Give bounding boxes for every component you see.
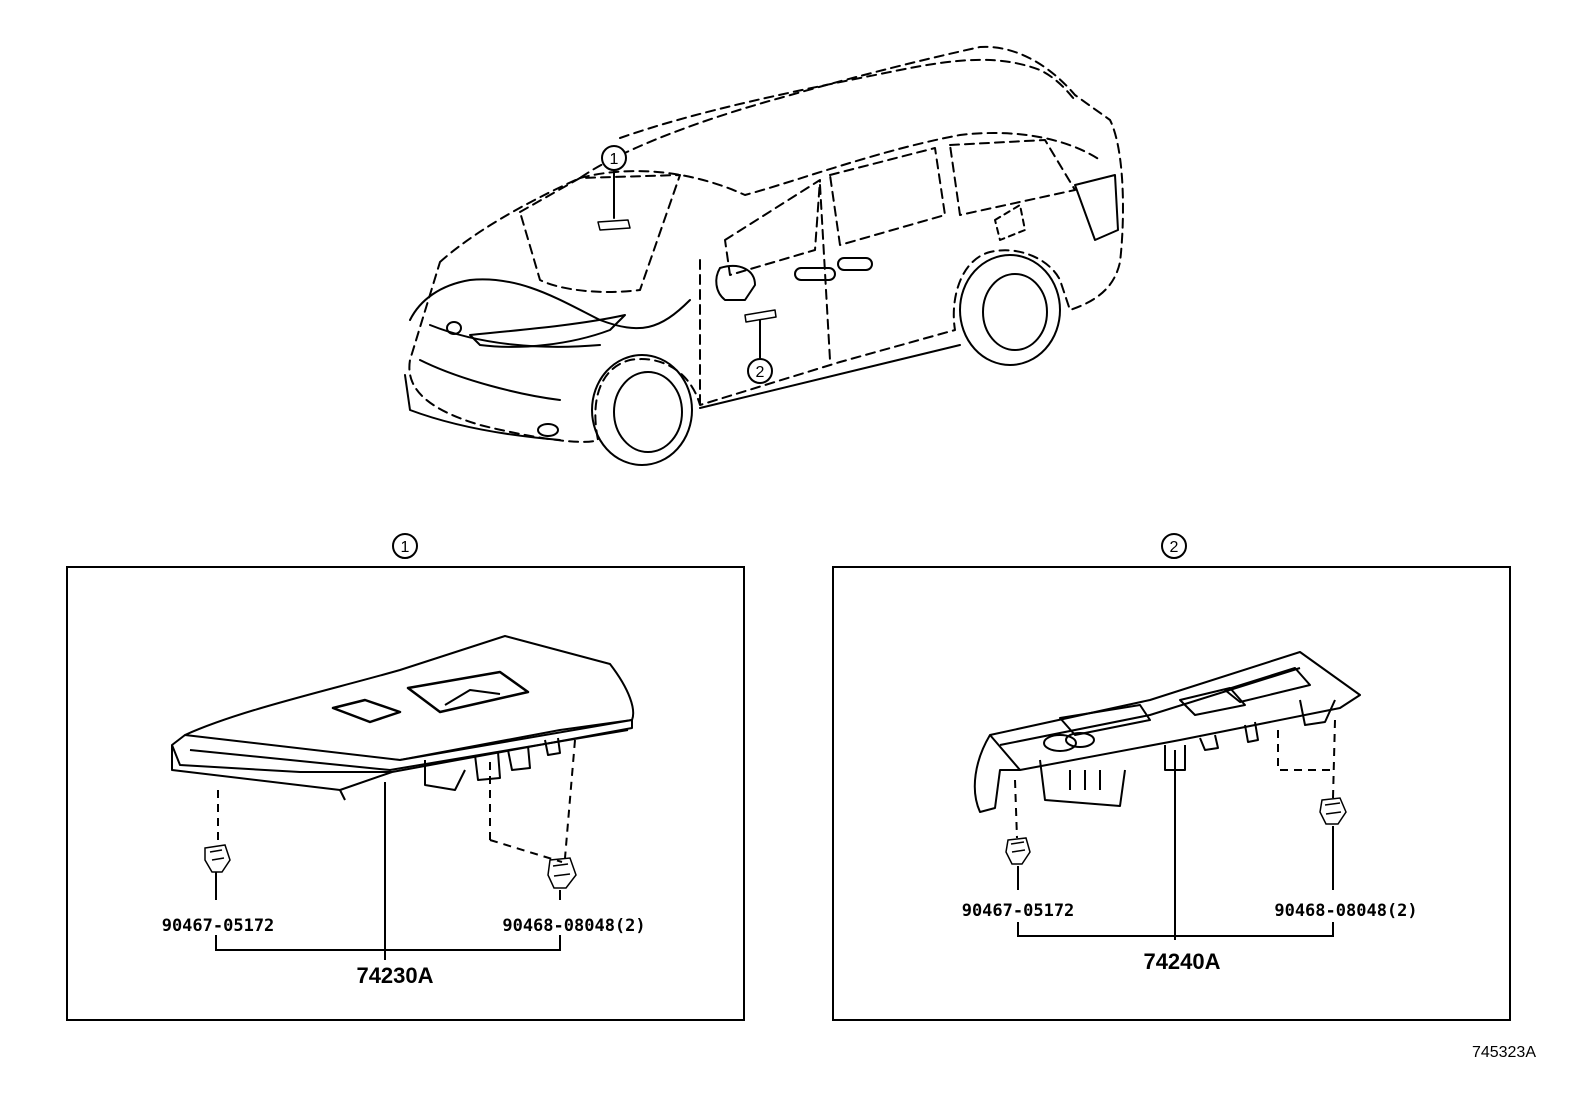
vehicle-callout-1: 1 [601,145,627,171]
svg-text:2: 2 [756,364,765,381]
leader-lines-2 [1014,719,1336,940]
assembly-number-1: 74230A [356,963,433,988]
svg-text:1: 1 [401,539,410,556]
clip-right-1 [547,857,577,889]
panel-2-marker: 2 [1161,533,1187,559]
part-number-left-1: 90467-05172 [162,916,275,936]
illustration-code: 745323A [1472,1044,1536,1061]
part-number-right-1: 90468-08048(2) [502,916,645,936]
panel-1-frame [66,566,745,1021]
svg-text:1: 1 [610,151,619,168]
part-number-left-2: 90467-05172 [962,901,1075,921]
panel-1-marker: 1 [392,533,418,559]
panel-2-frame [832,566,1511,1021]
svg-text:2: 2 [1170,539,1179,556]
part-number-right-2: 90468-08048(2) [1274,901,1417,921]
clip-left-2 [1005,837,1031,865]
vehicle-illustration [404,45,1124,466]
vehicle-callout-2: 2 [747,358,773,384]
assembly-number-2: 74240A [1143,949,1220,974]
clip-right-2 [1319,797,1347,825]
switch-base-front-drawing [171,635,635,801]
switch-base-rear-drawing [973,651,1361,813]
leader-lines-1 [215,739,576,960]
clip-left-1 [204,844,231,873]
